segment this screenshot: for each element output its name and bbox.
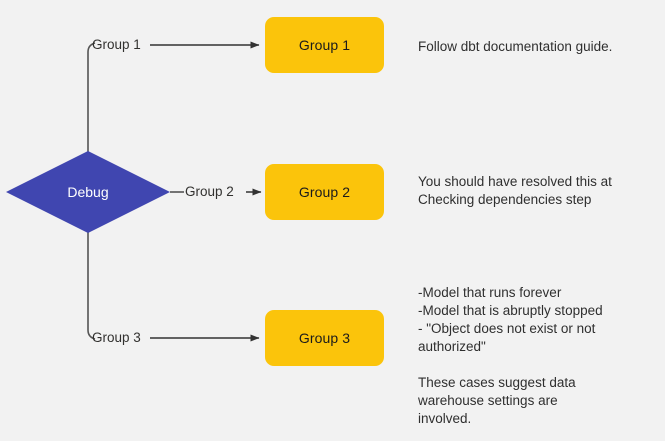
node-group-1[interactable]: Group 1: [265, 17, 384, 73]
note-group-2: You should have resolved this at Checkin…: [418, 174, 612, 207]
edge-path-group3-trunk: [87, 232, 96, 340]
node-group-3-label: Group 3: [298, 330, 351, 346]
edge-label-group-2: Group 2: [185, 184, 234, 199]
edge-path-group1-trunk: [87, 42, 96, 152]
node-group-1-label: Group 1: [298, 37, 351, 53]
note-group-1: Follow dbt documentation guide.: [418, 39, 613, 54]
node-group-3[interactable]: Group 3: [265, 310, 384, 366]
decision-diamond-shape[interactable]: [6, 151, 170, 233]
note-group-3: -Model that runs forever -Model that is …: [418, 285, 603, 426]
node-group-2[interactable]: Group 2: [265, 164, 384, 220]
edge-label-group-3: Group 3: [92, 330, 141, 345]
decision-label: Debug: [67, 184, 109, 200]
edge-label-group-1: Group 1: [92, 37, 141, 52]
node-group-2-label: Group 2: [298, 184, 351, 200]
